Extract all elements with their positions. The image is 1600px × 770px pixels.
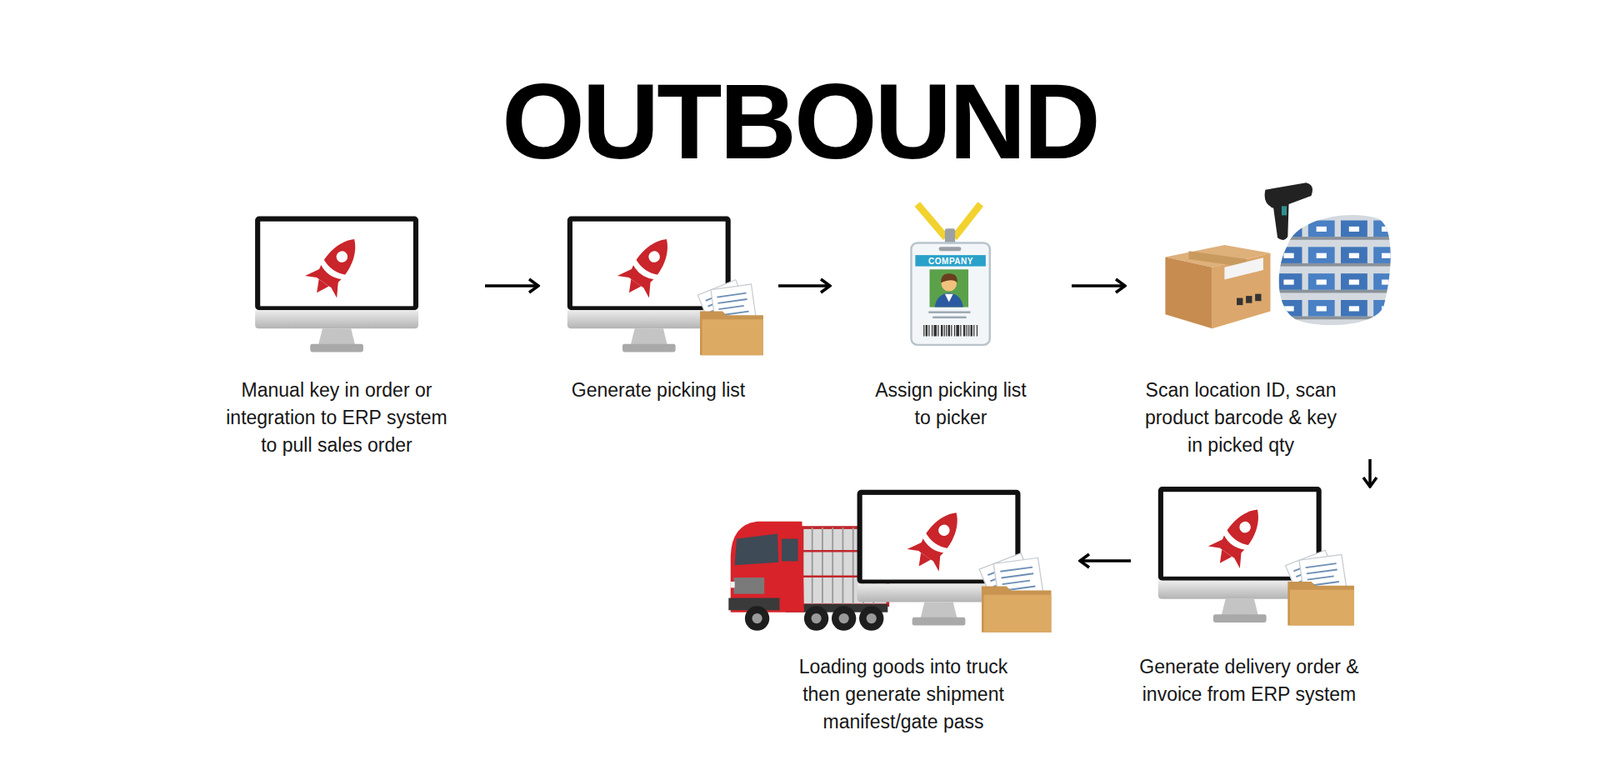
truck-icon-part bbox=[733, 577, 765, 595]
id-badge-icon-part bbox=[932, 316, 966, 319]
barcode-scanner bbox=[1265, 182, 1313, 240]
warehouse-shelf-photo-part-part bbox=[1270, 263, 1399, 267]
truck-icon bbox=[728, 521, 888, 631]
folder-icon bbox=[979, 553, 1051, 633]
id-badge-icon-part bbox=[915, 255, 985, 266]
warehouse-shelf-photo-part bbox=[1270, 209, 1401, 332]
process-step: Loading goods into truck then generate s… bbox=[726, 488, 1080, 736]
step-caption: Manual key in order or integration to ER… bbox=[220, 376, 453, 460]
truck-icon-part bbox=[839, 613, 850, 624]
id-badge-icon-part bbox=[928, 310, 970, 313]
process-step: Assign picking list to picker bbox=[830, 200, 1072, 432]
id-badge-icon-part bbox=[910, 242, 990, 345]
flow-arrow bbox=[1080, 559, 1131, 563]
truck-icon-part bbox=[812, 527, 874, 605]
cardboard-box-part bbox=[1165, 245, 1270, 268]
truck-icon-part bbox=[781, 539, 799, 562]
process-step: Generate picking list bbox=[538, 212, 779, 405]
cardboard-box-part bbox=[1255, 294, 1261, 302]
truck-icon-part bbox=[801, 527, 888, 605]
warehouse-shelf-photo-part-part bbox=[1275, 220, 1400, 237]
cardboard-box-part bbox=[1165, 257, 1212, 330]
truck-icon-part bbox=[728, 598, 780, 611]
folder-icon bbox=[1285, 550, 1355, 625]
barcode-scanner-part bbox=[1281, 205, 1287, 215]
diagram-title: OUTBOUND bbox=[0, 68, 1600, 175]
cardboard-box-part bbox=[1245, 295, 1252, 304]
truck-icon-part bbox=[804, 605, 829, 630]
truck-icon-part bbox=[801, 550, 888, 577]
truck-icon-part bbox=[735, 533, 780, 565]
warehouse-shelf-photo-part-part bbox=[1275, 300, 1400, 317]
flow-arrow bbox=[1368, 459, 1372, 487]
truck-icon-part bbox=[751, 613, 762, 624]
id-badge-icon-part bbox=[939, 246, 962, 251]
id-badge-icon-part bbox=[941, 275, 957, 291]
step-caption: Generate delivery order & invoice from E… bbox=[1131, 653, 1368, 709]
cardboard-box bbox=[1165, 245, 1270, 329]
id-badge-icon-part bbox=[923, 325, 978, 336]
truck-icon-part bbox=[859, 605, 884, 630]
flow-arrow bbox=[778, 284, 830, 288]
cardboard-box-part bbox=[1189, 250, 1248, 268]
step-caption: Scan location ID, scan product barcode &… bbox=[1140, 376, 1342, 460]
id-badge-icon-part bbox=[930, 269, 970, 307]
flow-arrow bbox=[1071, 284, 1125, 288]
truck-icon-part bbox=[831, 605, 856, 630]
warehouse-shelf-photo-part-part bbox=[1270, 209, 1399, 332]
warehouse-shelf-photo-part-part bbox=[1275, 273, 1400, 290]
warehouse-shelf-photo-part-part bbox=[1270, 316, 1399, 320]
step-caption: Assign picking list to picker bbox=[870, 376, 1032, 432]
cardboard-box-part bbox=[1212, 253, 1271, 330]
step-caption: Generate picking list bbox=[550, 376, 767, 405]
id-badge-icon bbox=[910, 204, 990, 345]
truck-icon-part bbox=[810, 613, 821, 624]
connector-group bbox=[485, 285, 1370, 561]
flow-arrow bbox=[485, 284, 539, 288]
id-badge-icon-part bbox=[917, 204, 981, 238]
id-badge-icon-part bbox=[945, 228, 955, 251]
truck-icon-part bbox=[730, 581, 735, 588]
monitor-icon bbox=[857, 490, 1021, 626]
warehouse-shelf-photo-part-part bbox=[1275, 246, 1400, 264]
process-step: Generate delivery order & invoice from E… bbox=[1130, 486, 1373, 709]
cardboard-box-part bbox=[1236, 298, 1243, 306]
monitor-icon bbox=[567, 216, 731, 353]
process-step: Scan location ID, scan product barcode &… bbox=[1125, 179, 1390, 460]
barcode-scanner-part bbox=[1265, 182, 1313, 240]
truck-icon-part bbox=[785, 604, 888, 613]
warehouse-shelf-photo-part-part bbox=[1270, 236, 1399, 240]
truck-icon-part bbox=[866, 613, 877, 624]
id-badge-icon-part bbox=[945, 294, 954, 303]
monitor-icon bbox=[1158, 486, 1322, 623]
monitor-icon bbox=[255, 216, 419, 353]
step-caption: Loading goods into truck then generate s… bbox=[795, 653, 1012, 736]
truck-icon-part bbox=[730, 521, 805, 613]
id-badge-icon-part bbox=[940, 273, 958, 283]
cardboard-box-part bbox=[1224, 257, 1264, 280]
badge-text: COMPANY bbox=[928, 256, 974, 266]
process-step: Manual key in order or integration to ER… bbox=[188, 212, 485, 460]
warehouse-shelf-photo-part-part bbox=[1270, 290, 1399, 294]
truck-icon-part bbox=[745, 605, 770, 630]
id-badge-icon-part bbox=[935, 292, 964, 307]
folder-icon bbox=[697, 280, 764, 355]
warehouse-shelf-photo bbox=[1270, 209, 1401, 332]
